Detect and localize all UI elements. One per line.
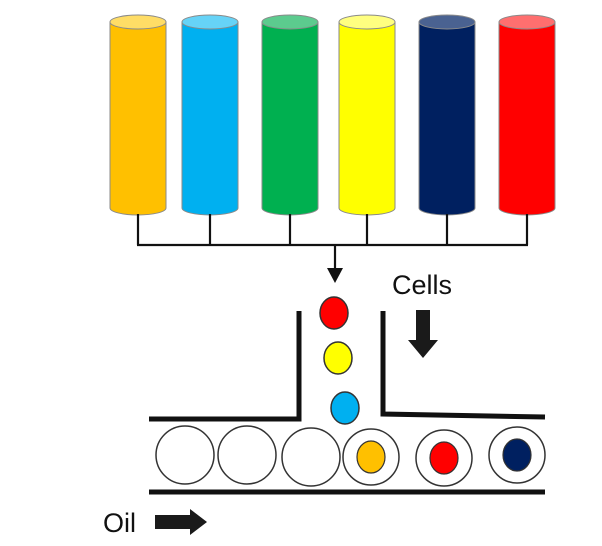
channel-droplet-1 bbox=[155, 425, 215, 485]
incoming-droplet-1 bbox=[319, 296, 349, 330]
manifold-arrow-head bbox=[327, 268, 343, 283]
incoming-droplet-2 bbox=[323, 341, 353, 375]
reservoirs-group bbox=[109, 14, 556, 216]
reservoir-3 bbox=[261, 14, 319, 216]
reservoir-body bbox=[261, 21, 319, 216]
channel-droplet-6 bbox=[488, 426, 546, 484]
manifold-lines bbox=[136, 214, 529, 283]
reservoir-1 bbox=[109, 14, 167, 216]
reservoir-top bbox=[338, 14, 396, 30]
channel-droplet-3 bbox=[281, 427, 341, 487]
reservoir-top bbox=[498, 14, 556, 30]
droplet-outer bbox=[217, 425, 277, 485]
flow-arrows bbox=[155, 310, 438, 535]
incoming-droplets bbox=[319, 296, 360, 425]
reservoir-body bbox=[109, 21, 167, 216]
reservoir-body bbox=[181, 21, 239, 216]
reservoir-body bbox=[498, 21, 556, 216]
microfluidic-channel bbox=[149, 311, 546, 495]
encapsulated-cell bbox=[429, 441, 459, 475]
incoming-droplet-3 bbox=[330, 391, 360, 425]
reservoir-5 bbox=[418, 14, 476, 216]
reservoir-6 bbox=[498, 14, 556, 216]
channel-wall-right bbox=[380, 311, 546, 420]
channel-droplet-5 bbox=[415, 429, 473, 487]
channel-droplet-4 bbox=[342, 428, 400, 486]
droplet-outer bbox=[281, 427, 341, 487]
reservoir-4 bbox=[338, 14, 396, 216]
oil-right-arrow bbox=[155, 509, 207, 535]
cells-down-arrow bbox=[408, 310, 438, 358]
encapsulated-cell bbox=[502, 438, 532, 472]
reservoir-top bbox=[109, 14, 167, 30]
reservoir-top bbox=[418, 14, 476, 30]
reservoir-body bbox=[418, 21, 476, 216]
encapsulated-cell bbox=[356, 440, 386, 474]
channel-droplets bbox=[155, 425, 546, 487]
oil-label: Oil bbox=[103, 508, 136, 538]
reservoir-2 bbox=[181, 14, 239, 216]
reservoir-body bbox=[338, 21, 396, 216]
reservoir-top bbox=[181, 14, 239, 30]
channel-droplet-2 bbox=[217, 425, 277, 485]
cells-label: Cells bbox=[392, 270, 453, 300]
channel-wall-left bbox=[149, 311, 302, 422]
reservoir-top bbox=[261, 14, 319, 30]
droplet-outer bbox=[155, 425, 215, 485]
